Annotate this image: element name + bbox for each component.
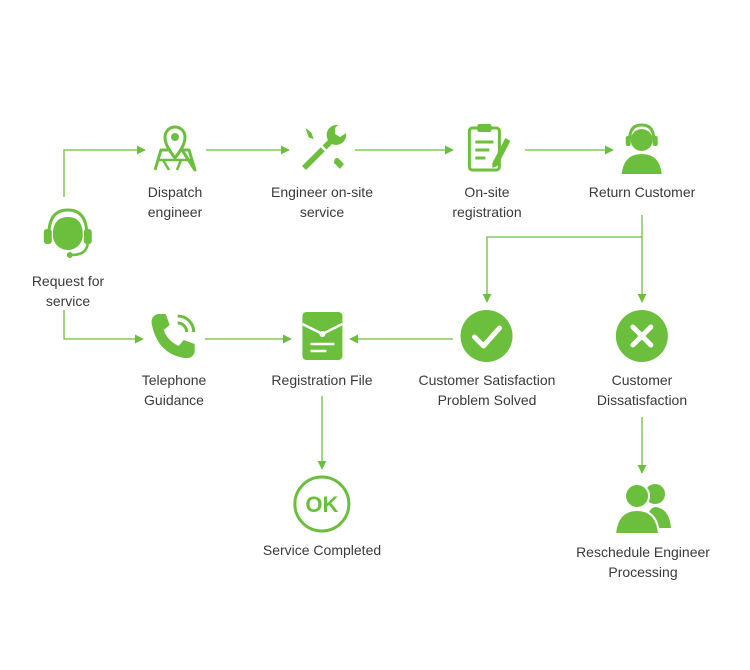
node-dispatch-engineer: Dispatch engineer xyxy=(147,120,203,222)
arrow-return-to-satisfaction xyxy=(482,215,643,303)
document-file-icon xyxy=(301,312,343,360)
node-label: Customer Satisfaction Problem Solved xyxy=(419,370,556,410)
check-circle-icon xyxy=(460,310,513,362)
node-customer-dissatisfaction: Customer Dissatisfaction xyxy=(597,308,687,410)
label-line: Dispatch xyxy=(147,184,203,200)
label-line: Request for xyxy=(31,273,105,289)
arrow-request-to-telephone xyxy=(63,310,144,344)
label-line: Guidance xyxy=(144,392,204,408)
label-line: Customer Satisfaction xyxy=(418,372,556,388)
x-circle-icon xyxy=(615,310,668,362)
label-line: registration xyxy=(452,204,522,220)
label-line: Engineer on-site xyxy=(271,184,373,200)
label-line: engineer xyxy=(147,204,203,220)
clipboard-pencil-icon xyxy=(467,124,510,172)
label-line: Registration File xyxy=(271,372,373,388)
wrench-screwdriver-icon xyxy=(301,123,347,172)
label-line: Processing xyxy=(608,564,678,580)
node-label: Dispatch engineer xyxy=(148,182,203,222)
label-line: Telephone xyxy=(141,372,207,388)
headset-support-icon xyxy=(44,208,92,258)
node-telephone-guidance: Telephone Guidance xyxy=(142,308,207,410)
node-request-for-service: Request for service xyxy=(32,205,104,311)
label-line: Problem Solved xyxy=(437,392,537,408)
label-line: Service Completed xyxy=(262,542,382,558)
node-onsite-registration: On-site registration xyxy=(452,120,522,222)
node-registration-file: Registration File xyxy=(271,308,373,390)
node-label: Service Completed xyxy=(263,540,381,560)
node-label: Engineer on-site service xyxy=(271,182,373,222)
label-line: Dissatisfaction xyxy=(596,392,688,408)
arrow-request-to-dispatch xyxy=(63,145,146,197)
node-label: Return Customer xyxy=(589,182,696,202)
node-label: Reschedule Engineer Processing xyxy=(576,542,710,582)
node-engineer-onsite-service: Engineer on-site service xyxy=(271,120,373,222)
label-line: service xyxy=(45,293,91,309)
users-icon xyxy=(613,483,671,535)
ok-text: OK xyxy=(306,492,339,517)
node-reschedule-engineer: Reschedule Engineer Processing xyxy=(576,478,710,582)
node-label: Registration File xyxy=(271,370,372,390)
phone-ringing-icon xyxy=(151,314,196,359)
ok-circle-icon: OK xyxy=(293,475,351,533)
node-label: On-site registration xyxy=(452,182,521,222)
node-return-customer: Return Customer xyxy=(589,120,696,202)
node-customer-satisfaction: Customer Satisfaction Problem Solved xyxy=(419,308,556,410)
map-pin-icon xyxy=(153,125,197,172)
headset-person-icon xyxy=(622,123,662,174)
label-line: Customer xyxy=(611,372,673,388)
label-line: Reschedule Engineer xyxy=(576,544,710,560)
label-line: service xyxy=(299,204,345,220)
node-label: Request for service xyxy=(32,271,104,311)
node-label: Customer Dissatisfaction xyxy=(597,370,687,410)
node-service-completed: OK Service Completed xyxy=(263,474,381,560)
node-label: Telephone Guidance xyxy=(142,370,207,410)
label-line: On-site xyxy=(464,184,510,200)
label-line: Return Customer xyxy=(588,184,696,200)
